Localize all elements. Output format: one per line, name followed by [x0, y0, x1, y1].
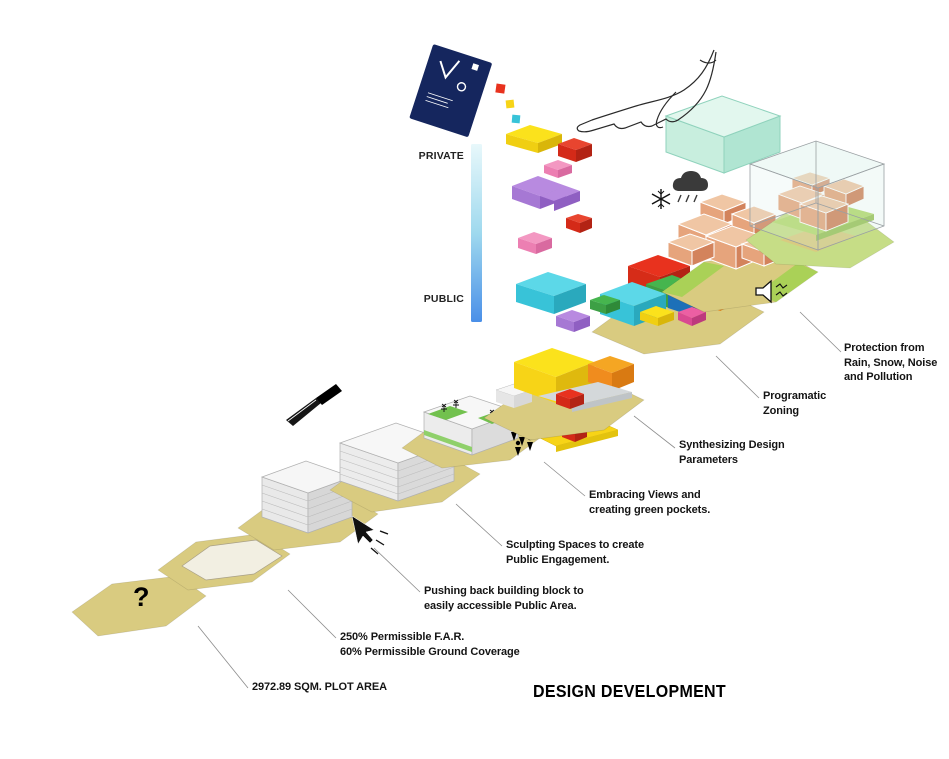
glass-inner-bricks [776, 171, 866, 232]
label-plot-area: 2972.89 SQM. PLOT AREA [252, 681, 387, 693]
private-label: PRIVATE [418, 150, 464, 162]
knife-icon [286, 384, 342, 426]
people-icon [511, 425, 533, 456]
step-pushing-back [237, 460, 389, 555]
label-protection: Protection from Rain, Snow, Noise and Po… [844, 342, 938, 384]
brochure-card [409, 44, 521, 137]
label-programatic: Programatic Zoning [763, 390, 827, 417]
label-embracing: Embracing Views and creating green pocke… [589, 489, 711, 516]
glass-wire-box [748, 140, 886, 251]
question-mark: ? [133, 582, 150, 612]
cursor-click-icon [351, 515, 389, 555]
snowflake-icon [651, 189, 671, 209]
exploded-program-blocks [506, 125, 620, 332]
step-far-plot [157, 533, 291, 591]
label-sculpting: Sculpting Spaces to create Public Engage… [506, 539, 644, 566]
label-pushing-back: Pushing back building block to easily ac… [424, 585, 584, 612]
leader-lines [197, 311, 842, 689]
hand-icon [576, 49, 717, 133]
step-plot-area [71, 575, 207, 637]
noise-speaker-icon [755, 279, 788, 304]
step-synthesizing [483, 348, 645, 441]
rain-cloud-icon [672, 171, 708, 203]
private-public-scale [471, 144, 482, 322]
slab-stack [260, 460, 354, 534]
public-label: PUBLIC [423, 293, 464, 305]
page-title: DESIGN DEVELOPMENT [533, 683, 726, 702]
label-far: 250% Permissible F.A.R. 60% Permissible … [340, 631, 520, 658]
step-glass-enclosure [745, 140, 895, 304]
label-synthesizing: Synthesizing Design Parameters [679, 439, 785, 466]
